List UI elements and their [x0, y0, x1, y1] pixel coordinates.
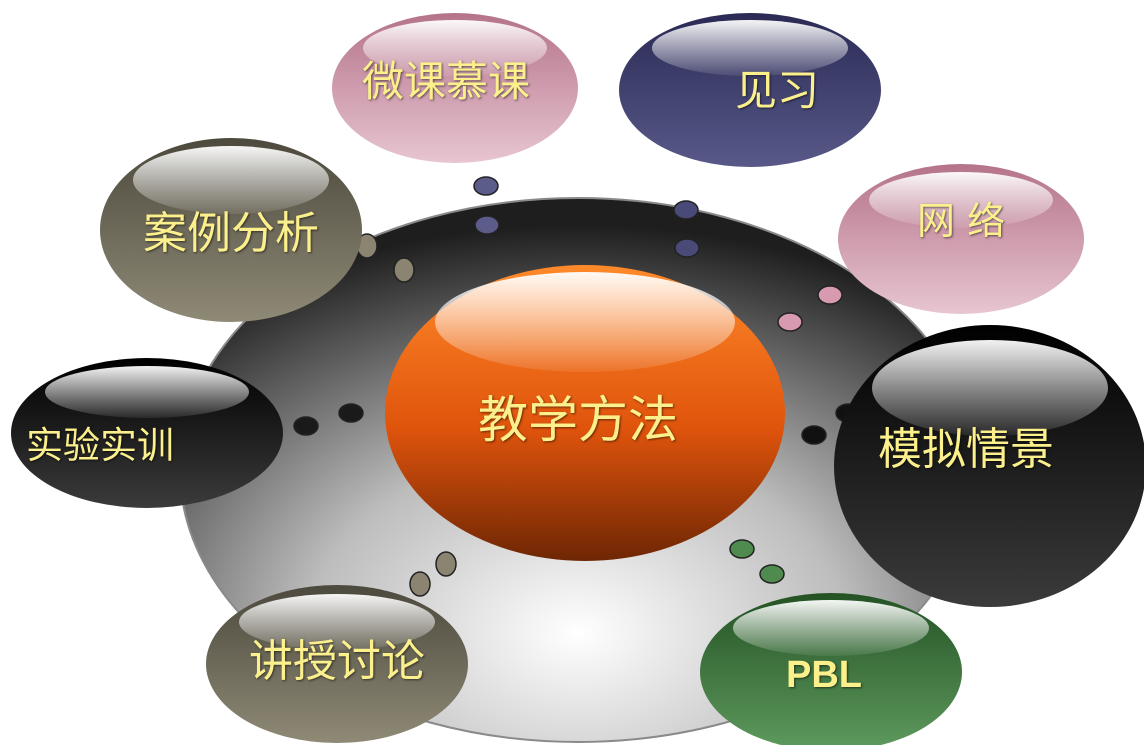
node-weike-label: 微课慕课 [362, 57, 531, 106]
node-jianxi-shape [619, 13, 881, 167]
dot-jiangshou-1 [435, 551, 457, 577]
dot-wangluo-1 [817, 285, 843, 305]
dot-anli-2 [393, 257, 415, 283]
node-anli-label: 案例分析 [143, 208, 319, 259]
center-node-shape [385, 265, 785, 561]
dot-shiyan-2 [293, 416, 319, 436]
node-jiangshou-label: 讲授讨论 [249, 636, 425, 687]
dot-jianxi-2 [674, 238, 700, 258]
node-moni-label: 模拟情景 [878, 424, 1054, 475]
node-weike-shape [332, 13, 578, 163]
node-shiyan-label: 实验实训 [26, 424, 174, 467]
node-wangluo-label: 网 络 [917, 199, 1006, 243]
node-pbl-shape [700, 593, 962, 745]
dot-wangluo-2 [777, 312, 803, 332]
node-jiangshou-shape [206, 585, 468, 743]
dot-jiangshou-2 [409, 571, 431, 597]
node-wangluo-shape [838, 164, 1084, 314]
dot-pbl-1 [729, 539, 755, 559]
dot-jianxi-1 [673, 200, 699, 220]
node-moni-shape [834, 325, 1144, 607]
dot-weike-1 [473, 176, 499, 196]
dot-moni-2 [801, 425, 827, 445]
node-pbl-label: PBL [786, 654, 862, 696]
center-label: 教学方法 [478, 391, 678, 449]
dot-pbl-2 [759, 564, 785, 584]
dot-shiyan-1 [338, 403, 364, 423]
node-shiyan-shape [11, 358, 283, 508]
dot-weike-2 [474, 215, 500, 235]
node-jianxi-label: 见习 [735, 66, 820, 115]
node-anli-shape [100, 138, 362, 322]
